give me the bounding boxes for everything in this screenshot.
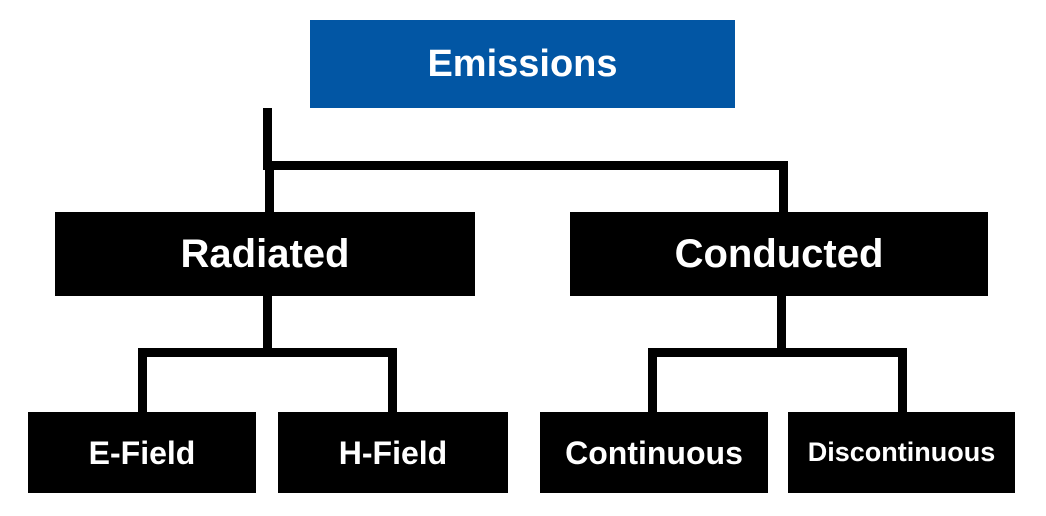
node-e-field: E-Field xyxy=(28,412,256,493)
connector-radiated-to-e-field xyxy=(138,348,147,412)
connector-emissions-to-conducted xyxy=(779,161,788,212)
node-h-field: H-Field xyxy=(278,412,508,493)
connector-conducted-stem xyxy=(777,296,786,357)
connector-emissions-stem xyxy=(263,108,272,170)
connector-emissions-to-radiated xyxy=(265,161,274,212)
node-emissions: Emissions xyxy=(310,20,735,108)
connector-conducted-bus xyxy=(648,348,907,357)
connector-radiated-bus xyxy=(138,348,397,357)
connector-radiated-stem xyxy=(263,296,272,357)
node-discontinuous: Discontinuous xyxy=(788,412,1015,493)
node-radiated: Radiated xyxy=(55,212,475,296)
connector-conducted-to-continuous xyxy=(648,348,657,412)
connector-radiated-to-h-field xyxy=(388,348,397,412)
node-conducted: Conducted xyxy=(570,212,988,296)
connector-level1-bus xyxy=(265,161,788,170)
connector-conducted-to-discontinuous xyxy=(898,348,907,412)
node-continuous: Continuous xyxy=(540,412,768,493)
